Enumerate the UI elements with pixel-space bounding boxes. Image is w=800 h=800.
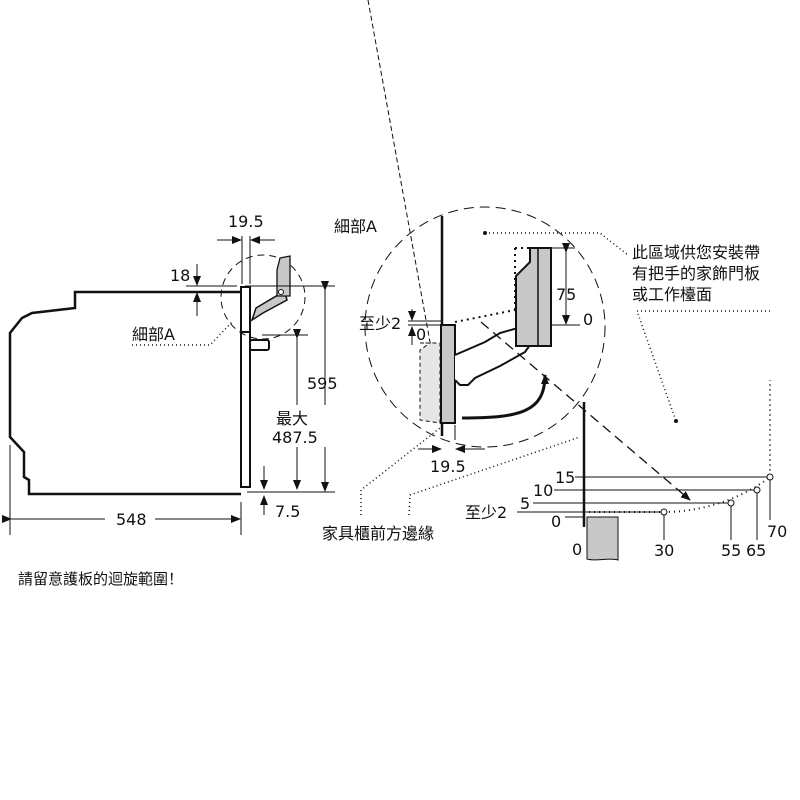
x-label-65: 65 [746, 541, 766, 560]
dim-at-least-2: 至少2 [359, 314, 401, 333]
dim-zero: 0 [416, 325, 426, 344]
dim-top-gap: 18 [170, 266, 190, 285]
handle-small [250, 292, 288, 322]
dim-75-zero: 0 [583, 310, 593, 329]
x-label-70: 70 [767, 522, 787, 541]
oven-control-knob [249, 339, 270, 351]
dim-75: 75 [556, 285, 576, 304]
x-label-30: 30 [654, 541, 674, 560]
dim-max-label: 最大 [276, 409, 308, 428]
x-label-0: 0 [572, 540, 582, 559]
oven-door-panel [240, 286, 251, 488]
detail-title: 細部A [334, 217, 377, 236]
x-label-55: 55 [721, 541, 741, 560]
dim-height: 595 [307, 374, 338, 393]
y-label-15: 15 [555, 468, 575, 487]
y-label-at-least-2: 至少2 [465, 503, 507, 522]
y-label-0: 0 [551, 512, 561, 531]
dim-door-thickness: 19.5 [228, 212, 264, 231]
footer-note: 請留意護板的迴旋範圍！ [18, 570, 183, 588]
decor-panel-detail [515, 247, 552, 347]
door-panel-detail [440, 324, 456, 424]
dim-door-detail: 19.5 [430, 457, 466, 476]
detail-a-small-circle [220, 254, 306, 340]
clearance-chart: 15 10 5 至少2 0 0 30 55 65 70 [465, 380, 787, 561]
dim-max-value: 487.5 [272, 428, 318, 447]
y-label-10: 10 [533, 481, 553, 500]
detail-a-large-circle [364, 206, 606, 448]
y-label-5: 5 [520, 494, 530, 513]
swing-arrow [461, 374, 549, 420]
cabinet-side [586, 516, 619, 561]
dim-depth: 548 [116, 510, 147, 529]
detail-a-view: 細部A 75 0 至少2 0 19.5 家具櫃前方邊緣 此區域供您安裝帶 [322, 0, 770, 543]
furniture-front-edge-label: 家具櫃前方邊緣 [322, 524, 434, 543]
zone-note-line-2: 有把手的家飾門板 [632, 264, 760, 283]
zone-note-line-3: 或工作檯面 [632, 285, 712, 304]
dim-bottom-gap: 7.5 [275, 502, 300, 521]
zone-note-line-1: 此區域供您安裝帶 [632, 243, 760, 262]
detail-a-label: 細部A [132, 325, 175, 344]
oven-body-outline [8, 290, 241, 496]
oven-side-view: 19.5 18 595 最大 487.5 7.5 548 細部A [2, 212, 338, 535]
